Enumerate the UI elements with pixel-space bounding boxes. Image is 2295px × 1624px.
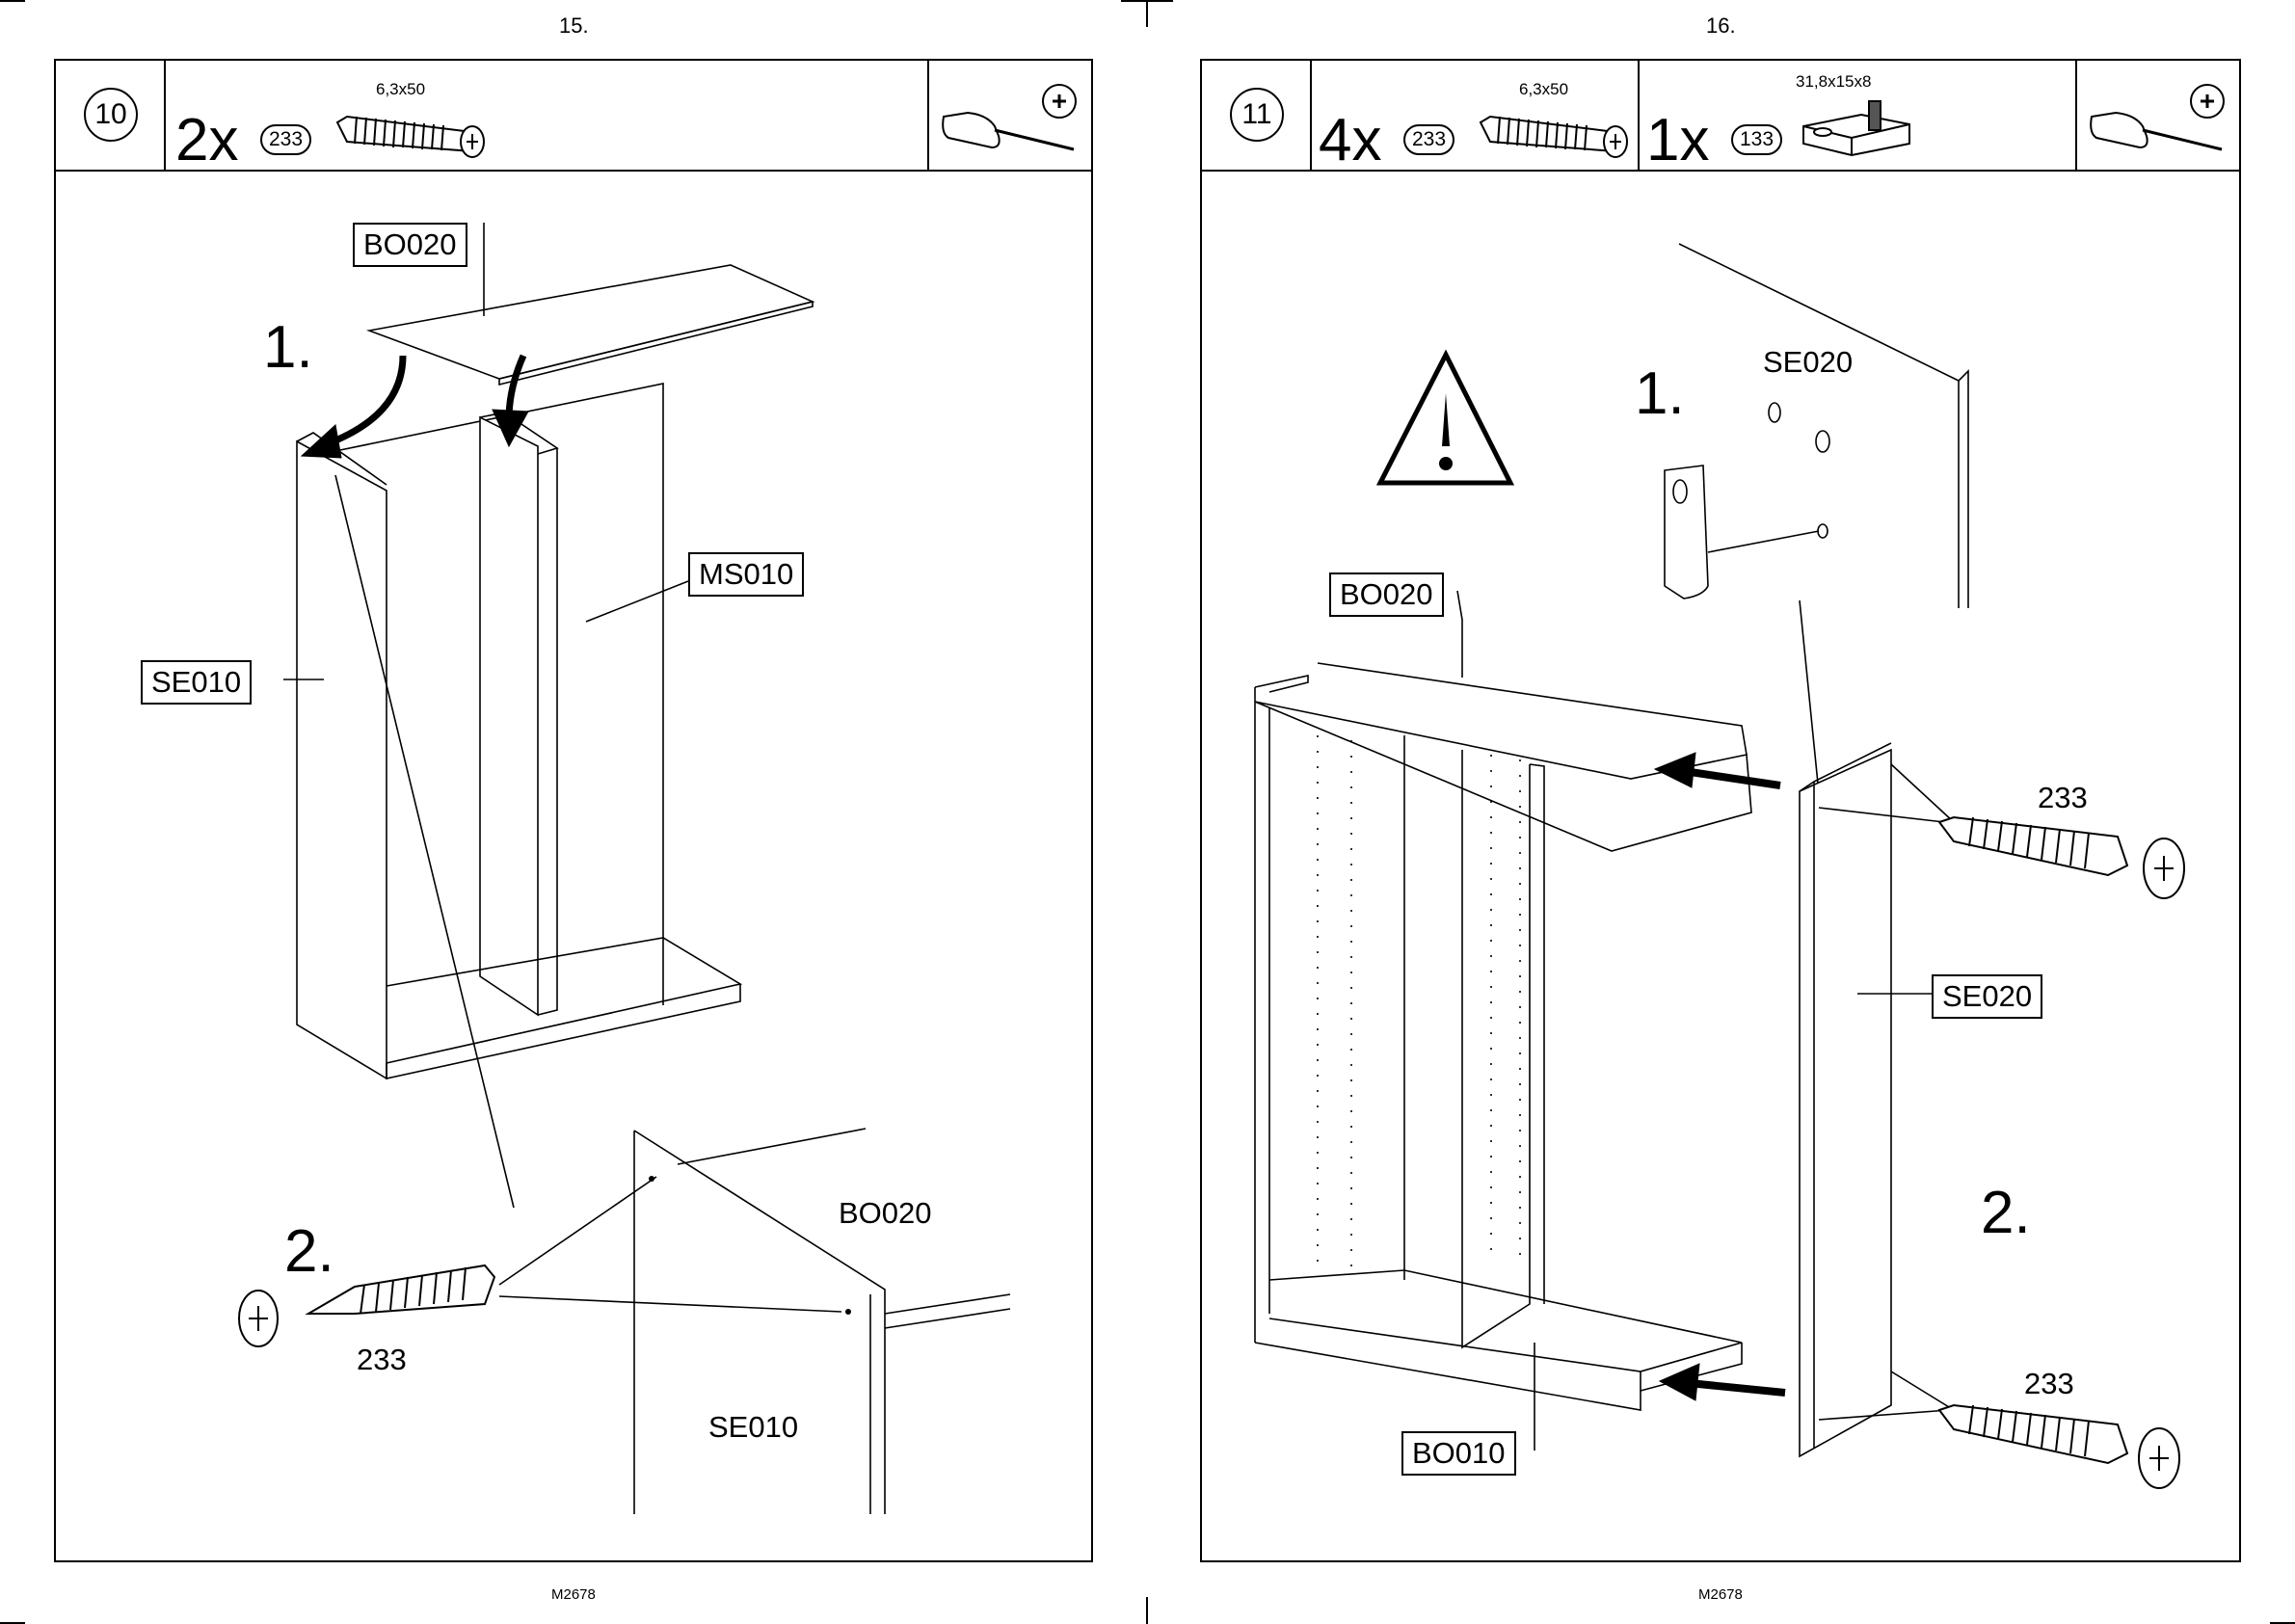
label-detail-top-board: BO020	[839, 1196, 932, 1231]
label-screw: 233	[357, 1343, 407, 1377]
label-detail-side-panel: SE010	[708, 1410, 798, 1445]
label-screw-top: 233	[2038, 781, 2088, 815]
substep-1: 1.	[1635, 359, 1685, 428]
page-number: 15.	[559, 13, 589, 39]
substep-2: 2.	[284, 1217, 334, 1286]
crop-mark	[1146, 0, 1148, 27]
substep-2: 2.	[1981, 1179, 2031, 1247]
label-bottom-board: BO010	[1401, 1431, 1516, 1476]
crop-mark	[1146, 1597, 1148, 1624]
crop-mark	[0, 0, 25, 2]
label-top-board: BO020	[1329, 572, 1444, 617]
label-screw-bottom: 233	[2024, 1367, 2074, 1401]
substep-1: 1.	[263, 313, 313, 382]
assembly-illustration	[56, 61, 1095, 1564]
label-detail-side-panel: SE020	[1763, 345, 1853, 380]
label-side-panel: SE020	[1932, 974, 2042, 1019]
document-code: M2678	[551, 1586, 596, 1603]
document-code: M2678	[1698, 1586, 1743, 1603]
instruction-sheet-right: 11 4x 233 6,3x50 1x 133 31,8x1	[1200, 59, 2241, 1562]
instruction-sheet-left: 10 2x 233 6,3x50	[54, 59, 1093, 1562]
label-side-panel: SE010	[141, 660, 252, 705]
label-middle-side: MS010	[688, 552, 804, 597]
label-top-board: BO020	[353, 223, 467, 267]
page-number: 16.	[1706, 13, 1736, 39]
